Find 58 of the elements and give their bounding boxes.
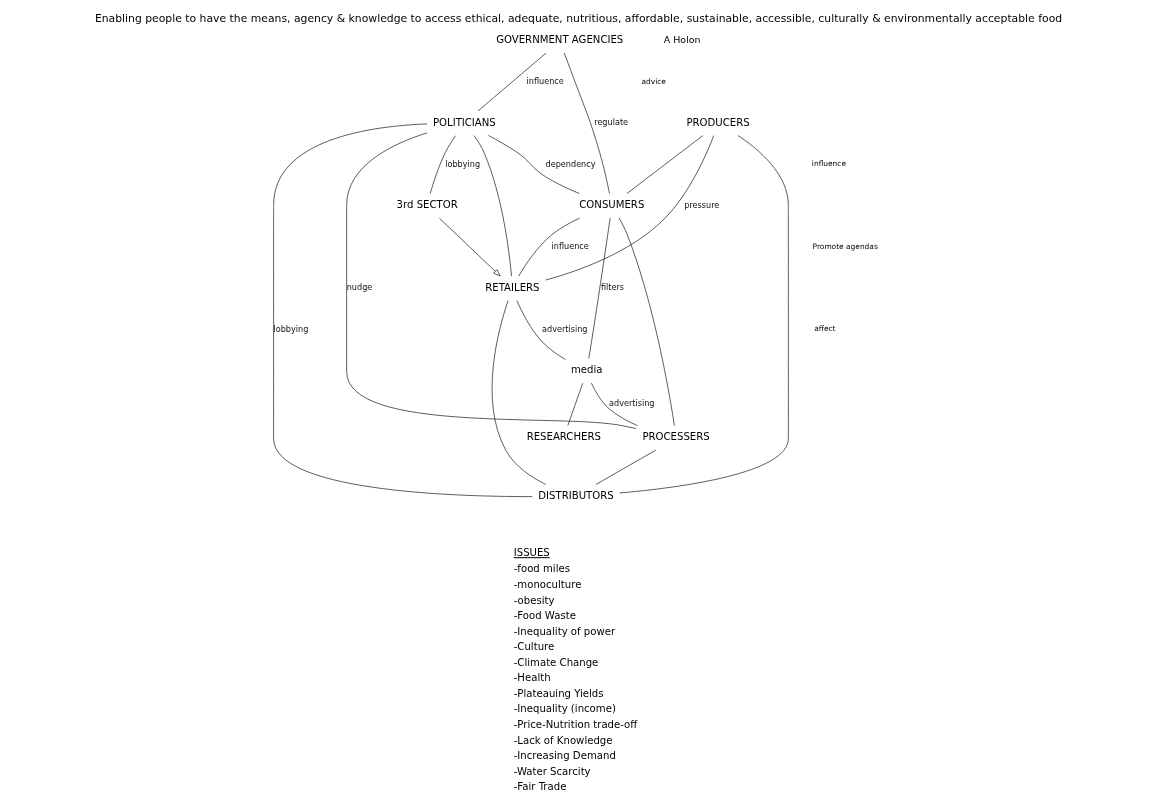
edge-label: advertising — [609, 398, 655, 409]
edge-label: advertising — [542, 323, 588, 334]
connector — [619, 135, 789, 494]
connector — [518, 217, 581, 277]
arrow — [439, 217, 501, 277]
diagram-title: Enabling people to have the means, agency & knowledge to access ethical, adequate, nutritious, affordable, sustainable, accessible, culturally & environmentally acceptable food — [94, 12, 1063, 26]
node-text: CONSUMERS — [579, 199, 645, 211]
label: -Price-Nutrition trade-off — [513, 718, 638, 730]
connector — [477, 52, 547, 112]
edge-label: lobbying — [445, 158, 481, 169]
label: -Climate Change — [513, 656, 599, 668]
node-text: DISTRIBUTORS — [538, 490, 614, 502]
label: -Plateauing Yields — [513, 687, 604, 699]
edge-label: dependency — [545, 158, 596, 169]
node-text: GOVERNMENT AGENCIES — [496, 34, 624, 46]
label: ISSUES — [513, 547, 550, 559]
label: -Culture — [513, 641, 555, 653]
edge-label: nudge — [346, 282, 373, 293]
connector — [626, 135, 704, 194]
node-text: POLITICIANS — [432, 116, 496, 128]
connector — [473, 135, 512, 277]
label: -food miles — [513, 563, 570, 575]
label: -Food Waste — [513, 610, 576, 622]
node-text: RESEARCHERS — [526, 431, 601, 443]
label: -Inequality of power — [513, 625, 616, 637]
edge-label: filters — [600, 282, 625, 293]
node-text: 3rd SECTOR — [396, 199, 458, 211]
node-text: media — [571, 364, 603, 376]
connector — [516, 300, 566, 360]
connector — [273, 123, 533, 497]
connector — [591, 382, 638, 426]
label: A Holon — [663, 34, 701, 46]
node-text: PRODUCERS — [686, 116, 750, 128]
connector — [491, 300, 546, 485]
label: -monoculture — [513, 578, 582, 590]
connector — [595, 449, 657, 485]
label: -Fair Trade — [513, 781, 567, 793]
node-text: RETAILERS — [485, 281, 540, 293]
label: -obesity — [513, 594, 555, 606]
node-text: PROCESSERS — [642, 431, 710, 443]
label: -Health — [513, 672, 551, 684]
connector — [429, 135, 456, 194]
connector — [488, 135, 580, 194]
connector — [545, 135, 715, 281]
edge-label: regulate — [594, 117, 629, 128]
label: -Increasing Demand — [513, 750, 616, 762]
edge-label: influence — [526, 76, 564, 87]
connector — [618, 217, 675, 426]
label: -Inequality (income) — [513, 703, 616, 715]
connector — [346, 132, 637, 429]
connector — [563, 52, 610, 194]
edge-label: pressure — [684, 199, 720, 210]
label: -Lack of Knowledge — [513, 734, 613, 746]
connector — [588, 217, 611, 359]
connector — [567, 382, 583, 426]
label: -Water Scarcity — [513, 765, 591, 777]
edge-label: lobbying — [273, 323, 309, 334]
edge-label: influence — [551, 241, 589, 252]
